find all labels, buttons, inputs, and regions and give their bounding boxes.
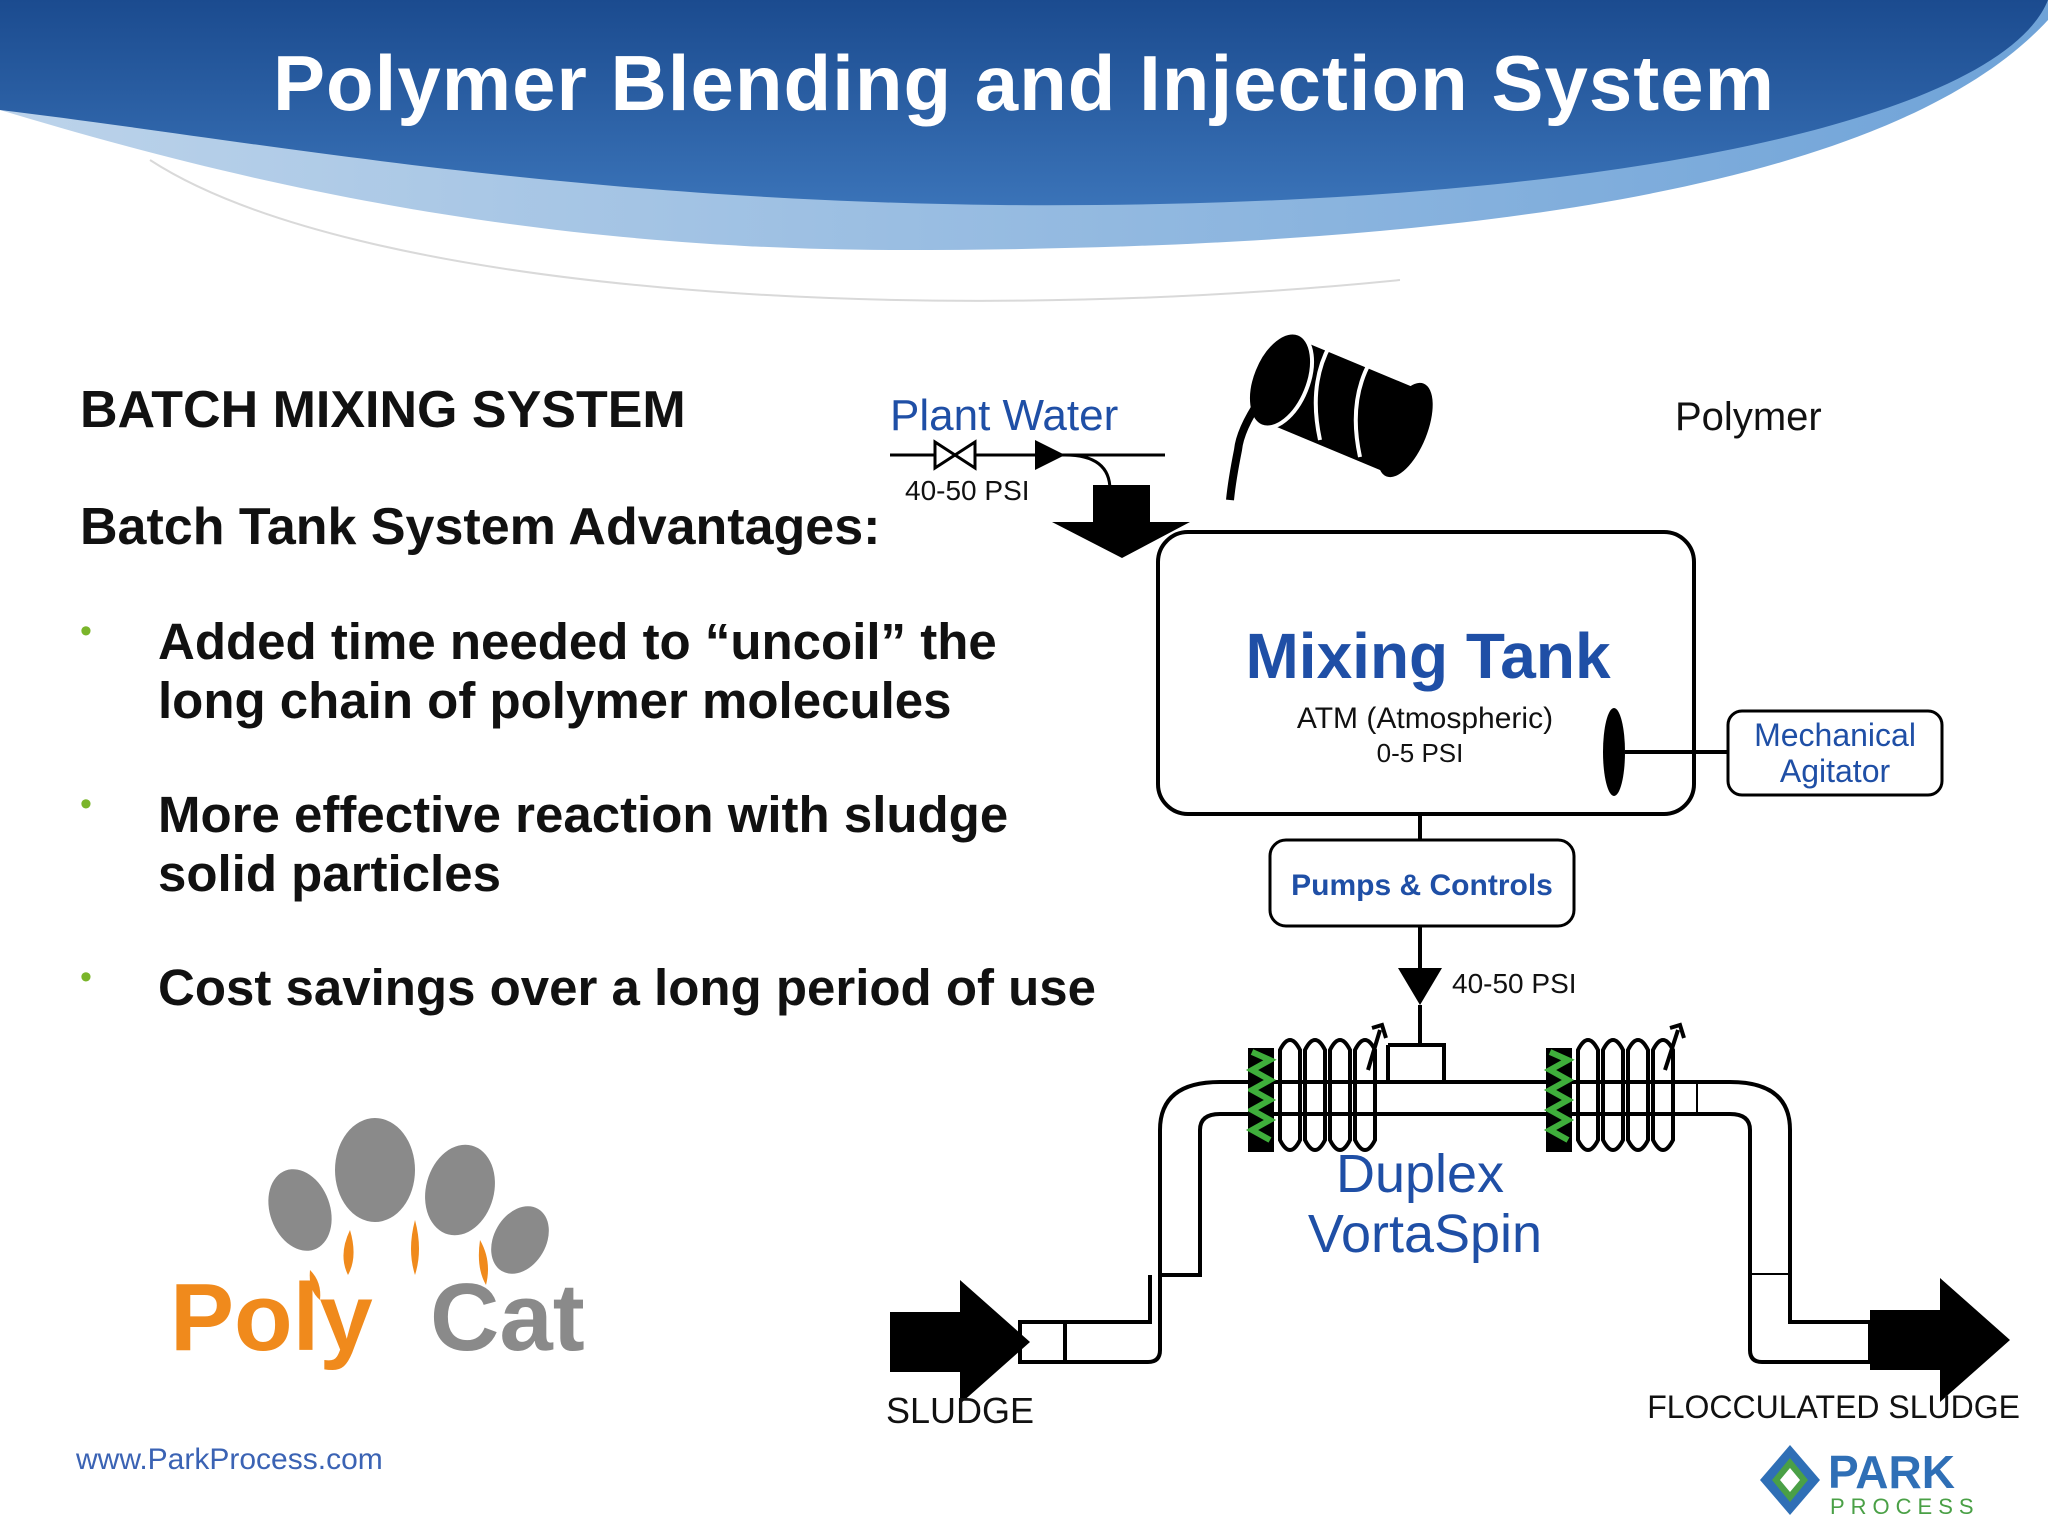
- sludge-out-label: FLOCCULATED SLUDGE: [1647, 1389, 2020, 1425]
- plant-water-psi: 40-50 PSI: [905, 475, 1030, 506]
- polymer-drum-icon: [1226, 330, 1433, 501]
- bullet-text: Cost savings over a long period of use: [158, 958, 1096, 1017]
- valve-icon: [933, 439, 977, 471]
- agitator-label-line2: Agitator: [1780, 753, 1891, 789]
- mixer-left-icon: [1245, 1022, 1388, 1152]
- duplex-header-pipe: [1246, 1080, 1700, 1116]
- arrow-down-icon: [1398, 968, 1442, 1005]
- bullet-line: solid particles: [158, 845, 501, 902]
- polycat-logo-text: Cat: [430, 1264, 585, 1370]
- bullet-text: More effective reaction with sludge soli…: [158, 785, 1008, 903]
- title-banner: [0, 0, 2048, 302]
- slide-title: Polymer Blending and Injection System: [273, 39, 1775, 127]
- process-diagram: Plant Water 40-50 PSI Polymer Mixing Tan…: [886, 330, 2020, 1431]
- mechanical-agitator-box: [1726, 709, 1944, 797]
- mixer-right-icon: [1543, 1022, 1686, 1152]
- plant-water-label: Plant Water: [890, 391, 1118, 440]
- sludge-in-label: SLUDGE: [886, 1390, 1034, 1431]
- polycat-logo: Poly Cat: [170, 1118, 585, 1370]
- footer-url[interactable]: www.ParkProcess.com: [76, 1443, 383, 1476]
- polycat-claw-icon: [268, 1118, 549, 1300]
- subheading: Batch Tank System Advantages:: [80, 498, 881, 556]
- bullet-marker: •: [80, 958, 92, 996]
- outlet-pipe: [1698, 1080, 1872, 1364]
- mixing-tank: [1156, 530, 1696, 816]
- bullet-line: More effective reaction with sludge: [158, 786, 1009, 843]
- bullet-text: Added time needed to “uncoil” the long c…: [158, 612, 997, 730]
- bullet-marker: •: [80, 785, 92, 823]
- polycat-logo-text: Poly: [170, 1264, 373, 1370]
- tank-type-label: ATM (Atmospheric): [1297, 702, 1553, 735]
- arrow-right-icon: [1035, 440, 1065, 470]
- mixing-tank-label: Mixing Tank: [1245, 620, 1610, 692]
- polymer-label: Polymer: [1675, 395, 1822, 439]
- park-process-logo: PARK PROCESS: [1760, 1445, 1980, 1519]
- bullet-line: Cost savings over a long period of use: [158, 959, 1097, 1016]
- park-logo-text: PARK: [1828, 1446, 1955, 1498]
- duplex-label-line1: Duplex: [1336, 1144, 1504, 1204]
- agitator-blade-icon: [1603, 708, 1625, 796]
- tank-psi-label: 0-5 PSI: [1377, 738, 1464, 768]
- duplex-label-line2: VortaSpin: [1308, 1204, 1542, 1264]
- pumps-controls-label: Pumps & Controls: [1291, 869, 1553, 902]
- sludge-out-arrow-icon: [1870, 1278, 2010, 1402]
- park-diamond-icon: [1760, 1445, 1820, 1515]
- inlet-pipe: [1018, 1080, 1248, 1364]
- bullet-line: Added time needed to “uncoil” the: [158, 613, 997, 670]
- sludge-in-arrow-icon: [890, 1280, 1030, 1404]
- arrow-down-icon: [1052, 485, 1190, 558]
- bullet-marker: •: [80, 612, 92, 650]
- pump-psi-label: 40-50 PSI: [1452, 968, 1577, 999]
- park-logo-subtext: PROCESS: [1830, 1494, 1980, 1519]
- section-heading: BATCH MIXING SYSTEM: [80, 381, 686, 439]
- agitator-label-line1: Mechanical: [1754, 717, 1916, 753]
- bullet-line: long chain of polymer molecules: [158, 672, 952, 729]
